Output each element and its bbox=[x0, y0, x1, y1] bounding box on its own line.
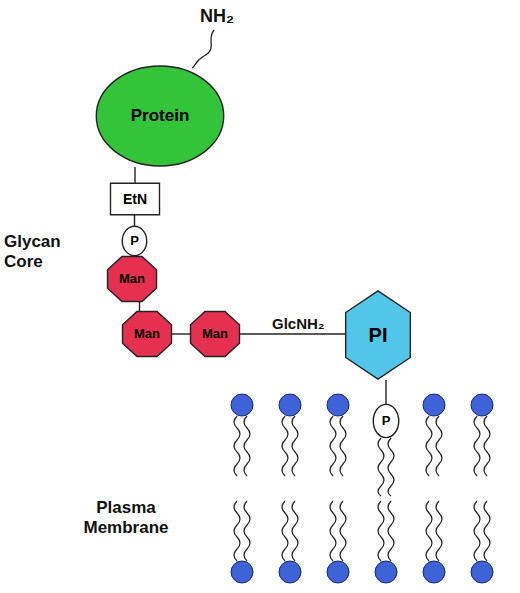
node-text: PI bbox=[369, 325, 388, 346]
protein-oval: Protein bbox=[95, 65, 225, 167]
connector-line bbox=[385, 380, 386, 404]
lipid bbox=[423, 394, 445, 476]
node-text: Protein bbox=[131, 107, 190, 125]
mannose-octagon: Man bbox=[107, 256, 157, 302]
connector-line bbox=[134, 167, 135, 183]
text-label: Glycan Core bbox=[4, 232, 84, 273]
node-text: Man bbox=[134, 327, 160, 341]
node-text: EtN bbox=[123, 192, 147, 207]
connector-line bbox=[139, 302, 140, 311]
lipid bbox=[375, 501, 397, 583]
lipid bbox=[279, 394, 301, 476]
lipid bbox=[279, 501, 301, 583]
lipid bbox=[471, 501, 493, 583]
node-text: Man bbox=[202, 327, 228, 341]
text-label: NH₂ bbox=[200, 6, 260, 28]
phosphate-circle: P bbox=[122, 226, 147, 256]
lower-leaflet bbox=[231, 501, 493, 583]
mannose-octagon: Man bbox=[122, 311, 172, 357]
node-text: P bbox=[130, 234, 139, 248]
connector-line bbox=[172, 333, 190, 334]
leader-line bbox=[192, 30, 214, 68]
lipid-tails bbox=[378, 438, 394, 496]
mannose-octagon: Man bbox=[190, 311, 240, 357]
lipid bbox=[327, 394, 349, 476]
node-text: P bbox=[382, 414, 391, 428]
lipid bbox=[327, 501, 349, 583]
phosphatidylinositol-hexagon: PI bbox=[345, 290, 411, 380]
lipid bbox=[471, 394, 493, 476]
node-text: Man bbox=[119, 272, 145, 286]
connector-line bbox=[240, 333, 345, 334]
lipid bbox=[423, 501, 445, 583]
text-label: Plasma Membrane bbox=[66, 498, 186, 539]
connector-line bbox=[134, 215, 135, 226]
ethanolamine-box: EtN bbox=[110, 183, 160, 215]
lipid bbox=[231, 394, 253, 476]
lipid bbox=[231, 501, 253, 583]
edge-label: GlcNH₂ bbox=[272, 315, 325, 333]
phosphate-circle: P bbox=[373, 404, 399, 438]
